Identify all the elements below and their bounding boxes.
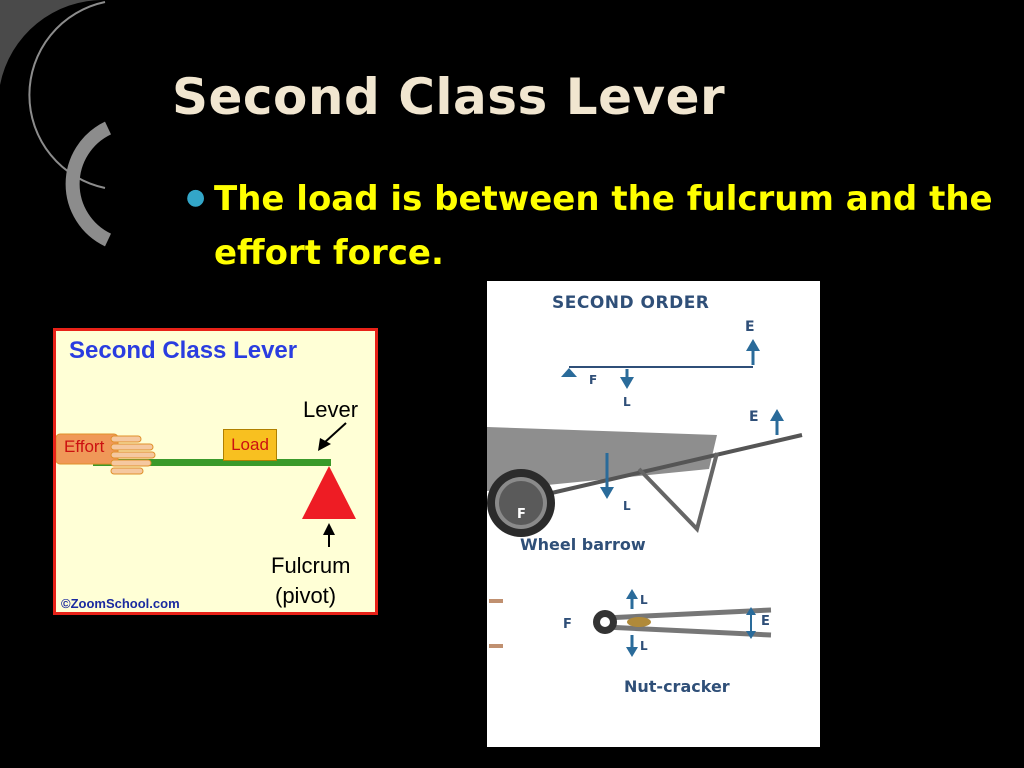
bullet-dot: ●: [186, 185, 206, 210]
nut: [627, 617, 651, 627]
figure-right-title: SECOND ORDER: [552, 293, 710, 313]
second-order-examples-diagram: SECOND ORDER E F L E L F Wheel barrow L …: [487, 281, 820, 747]
copyright-label: ©ZoomSchool.com: [61, 596, 180, 611]
wheelbarrow-fulcrum-letter: F: [517, 507, 526, 522]
lever-beam: [93, 459, 331, 466]
schematic-fulcrum: [561, 368, 577, 377]
hand-icon: [56, 433, 156, 475]
decorative-arcs: [0, 0, 112, 247]
fulcrum-letter: F: [589, 373, 598, 387]
wheelbarrow-effort-letter: E: [749, 409, 759, 425]
fulcrum-triangle: [302, 466, 356, 519]
effort-arrow-up: [746, 339, 760, 351]
examples-drawing: [487, 339, 803, 657]
nutcracker-load-letter-bottom: L: [640, 639, 648, 653]
load-arrow-down: [620, 377, 634, 389]
lever-drawing: [56, 422, 356, 547]
load-letter: L: [623, 395, 631, 409]
figure-left-title: Second Class Lever: [69, 337, 298, 364]
wheelbarrow-load-arrow: [600, 487, 614, 499]
wheelbarrow-load-letter: L: [623, 499, 631, 513]
nutcracker-load-letter-top: L: [640, 593, 648, 607]
lever-arrow-head: [318, 438, 331, 451]
fulcrum-arrow-head: [323, 523, 335, 535]
wheelbarrow-label: Wheel barrow: [520, 535, 646, 554]
effort-letter: E: [745, 319, 755, 335]
wheelbarrow-tray: [487, 427, 717, 491]
pivot-label: (pivot): [275, 583, 337, 608]
second-class-lever-diagram: Second Class Lever Lever Effort Load Ful…: [53, 328, 378, 615]
lever-arrow-line: [323, 422, 347, 444]
nutcracker-effort-letter: E: [761, 614, 770, 629]
wheelbarrow-leg: [637, 452, 719, 533]
bullet-item: ● The load is between the fulcrum and th…: [186, 172, 1006, 280]
fulcrum-label: Fulcrum: [271, 553, 351, 578]
nutcracker-arm-top: [604, 607, 772, 621]
load-box: Load: [223, 429, 277, 461]
nutcracker-arm-bottom: [604, 624, 772, 638]
bullet-text: The load is between the fulcrum and the …: [214, 179, 993, 273]
nutcracker-fulcrum-letter: F: [563, 617, 572, 632]
wheelbarrow-effort-arrow: [770, 409, 784, 421]
effort-label: Effort: [64, 437, 105, 456]
slide-title: Second Class Lever: [172, 68, 726, 126]
lever-label: Lever: [303, 397, 359, 422]
nutcracker-label: Nut-cracker: [624, 677, 730, 696]
wheelbarrow-handle: [516, 433, 803, 503]
